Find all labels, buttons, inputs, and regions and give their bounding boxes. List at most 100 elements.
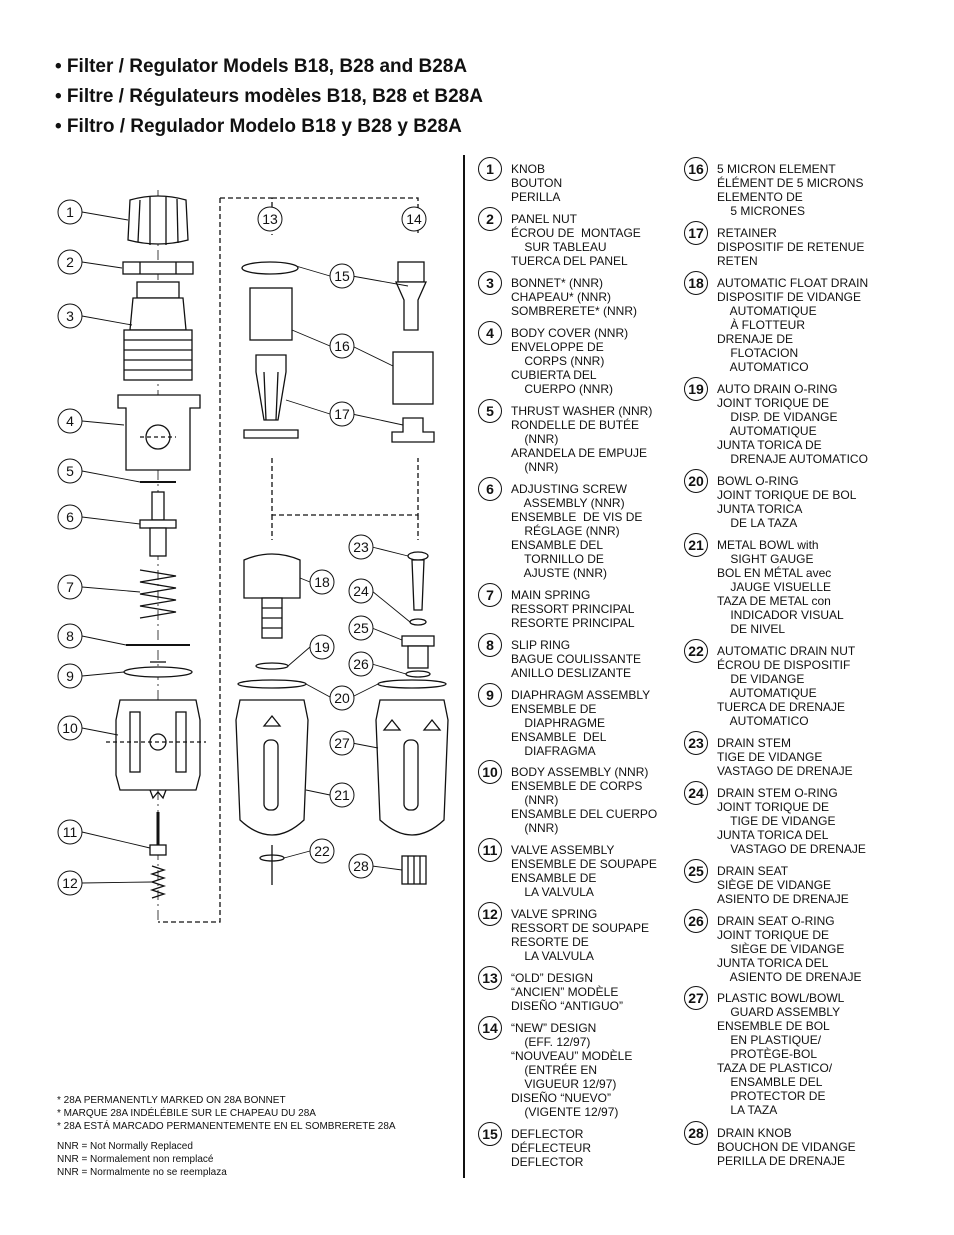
svg-text:27: 27	[334, 735, 350, 751]
part-description: AUTOMATIC FLOAT DRAIN DISPOSITIF DE VIDA…	[717, 276, 869, 374]
exploded-parts-diagram: 1 2 3 4 5 6 7 8 9 10 11 12 13 14 15 16 1…	[57, 190, 449, 923]
svg-text:6: 6	[66, 509, 74, 525]
svg-text:19: 19	[314, 639, 330, 655]
part-description: VALVE SPRING RESSORT DE SOUPAPE RESORTE …	[511, 907, 650, 963]
body-assembly-part	[115, 699, 201, 791]
part-number-badge: 20	[684, 469, 708, 493]
plastic-bowl-part	[375, 699, 449, 836]
part-description: 5 MICRON ELEMENT ÉLÉMENT DE 5 MICRONS EL…	[717, 162, 864, 218]
svg-text:3: 3	[66, 308, 74, 324]
knob-part	[127, 195, 189, 245]
column-divider	[463, 155, 465, 1178]
svg-text:26: 26	[353, 656, 369, 672]
svg-text:17: 17	[334, 406, 350, 422]
svg-text:25: 25	[353, 620, 369, 636]
part-number-badge: 11	[478, 838, 502, 862]
part-description: THRUST WASHER (NNR) RONDELLE DE BUTÉE (N…	[511, 404, 653, 474]
retainer-new-part	[391, 417, 435, 443]
part-description: DRAIN SEAT SIÈGE DE VIDANGE ASIENTO DE D…	[717, 864, 849, 906]
part-number-badge: 24	[684, 781, 708, 805]
nnr-french: NNR = Normalement non remplacé	[57, 1154, 214, 1165]
part-description: AUTO DRAIN O-RING JOINT TORIQUE DE DISP.…	[717, 382, 868, 466]
drain-seat-part	[401, 635, 435, 647]
part-description: DRAIN SEAT O-RING JOINT TORIQUE DE SIÈGE…	[717, 914, 862, 984]
part-number-badge: 27	[684, 986, 708, 1010]
nnr-english: NNR = Not Normally Replaced	[57, 1141, 193, 1152]
part-description: BOWL O-RING JOINT TORIQUE DE BOL JUNTA T…	[717, 474, 857, 530]
float-drain-part	[243, 553, 301, 599]
part-number-badge: 21	[684, 533, 708, 557]
part-description: RETAINER DISPOSITIF DE RETENUE RETEN	[717, 226, 865, 268]
drain-stem-part	[407, 551, 429, 561]
part-description: KNOB BOUTON PERILLA	[511, 162, 563, 204]
part-number-badge: 25	[684, 859, 708, 883]
element-new-part	[392, 351, 434, 405]
part-number-badge: 14	[478, 1016, 502, 1040]
part-number-badge: 10	[478, 760, 502, 784]
part-number-badge: 9	[478, 683, 502, 707]
svg-text:18: 18	[314, 574, 330, 590]
part-number-badge: 4	[478, 321, 502, 345]
part-number-badge: 12	[478, 902, 502, 926]
part-number-badge: 23	[684, 731, 708, 755]
svg-text:5: 5	[66, 463, 74, 479]
body-cover-part	[117, 394, 201, 471]
part-description: “OLD” DESIGN “ANCIEN” MODÈLE DISEÑO “ANT…	[511, 971, 624, 1013]
svg-text:8: 8	[66, 628, 74, 644]
part-number-badge: 19	[684, 377, 708, 401]
part-number-badge: 5	[478, 399, 502, 423]
panel-nut-part	[122, 261, 194, 275]
footnotes: * 28A PERMANENTLY MARKED ON 28A BONNET *…	[57, 1094, 396, 1179]
part-number-badge: 3	[478, 271, 502, 295]
bonnet-part	[136, 281, 180, 299]
deflector-new-part	[397, 261, 425, 283]
part-description: BODY COVER (NNR) ENVELOPPE DE CORPS (NNR…	[511, 326, 629, 396]
part-number-badge: 13	[478, 966, 502, 990]
svg-text:28: 28	[353, 858, 369, 874]
part-description: DRAIN STEM TIGE DE VIDANGE VASTAGO DE DR…	[717, 736, 853, 778]
footnote-english: * 28A PERMANENTLY MARKED ON 28A BONNET	[57, 1095, 286, 1106]
svg-text:15: 15	[334, 268, 350, 284]
svg-text:22: 22	[314, 843, 330, 859]
svg-text:24: 24	[353, 583, 369, 599]
adjusting-screw-part	[151, 491, 165, 521]
part-description: PLASTIC BOWL/BOWL GUARD ASSEMBLY ENSEMBL…	[717, 991, 845, 1117]
part-description: ADJUSTING SCREW ASSEMBLY (NNR) ENSEMBLE …	[511, 482, 643, 580]
part-description: VALVE ASSEMBLY ENSEMBLE DE SOUPAPE ENSAM…	[511, 843, 657, 899]
part-number-badge: 18	[684, 271, 708, 295]
part-number-badge: 1	[478, 157, 502, 181]
footnote-french: * MARQUE 28A INDÉLÉBILE SUR LE CHAPEAU D…	[57, 1108, 316, 1119]
part-description: SLIP RING BAGUE COULISSANTE ANILLO DESLI…	[511, 638, 642, 680]
part-number-badge: 6	[478, 477, 502, 501]
part-description: DEFLECTOR DÉFLECTEUR DEFLECTOR	[511, 1127, 592, 1169]
svg-text:13: 13	[262, 211, 278, 227]
title-french: • Filtre / Régulateurs modèles B18, B28 …	[55, 86, 483, 107]
title-spanish: • Filtro / Regulador Modelo B18 y B28 y …	[55, 116, 462, 137]
svg-text:12: 12	[62, 875, 78, 891]
part-number-badge: 22	[684, 639, 708, 663]
svg-text:16: 16	[334, 338, 350, 354]
retainer-old-part	[255, 354, 287, 421]
callout-label: 1	[66, 204, 74, 220]
part-number-badge: 15	[478, 1122, 502, 1146]
part-description: DRAIN KNOB BOUCHON DE VIDANGE PERILLA DE…	[717, 1126, 856, 1168]
part-number-badge: 28	[684, 1121, 708, 1145]
svg-text:23: 23	[353, 539, 369, 555]
part-description: “NEW” DESIGN (EFF. 12/97) “NOUVEAU” MODÈ…	[511, 1021, 633, 1119]
part-description: METAL BOWL with SIGHT GAUGE BOL EN MÉTAL…	[717, 538, 844, 636]
part-description: DIAPHRAGM ASSEMBLY ENSEMBLE DE DIAPHRAGM…	[511, 688, 651, 758]
main-spring-part	[139, 569, 177, 619]
footnote-spanish: * 28A ESTÁ MARCADO PERMANENTEMENTE EN EL…	[57, 1121, 396, 1132]
part-number-badge: 2	[478, 207, 502, 231]
part-number-badge: 26	[684, 909, 708, 933]
element-old-part	[249, 287, 293, 341]
part-number-badge: 7	[478, 583, 502, 607]
part-description: MAIN SPRING RESSORT PRINCIPAL RESORTE PR…	[511, 588, 635, 630]
diaphragm-part	[123, 666, 193, 678]
deflector-old-part	[241, 261, 299, 275]
part-description: AUTOMATIC DRAIN NUT ÉCROU DE DISPOSITIF …	[717, 644, 856, 728]
part-number-badge: 17	[684, 221, 708, 245]
part-description: PANEL NUT ÉCROU DE MONTAGE SUR TABLEAU T…	[511, 212, 641, 268]
svg-text:14: 14	[406, 211, 422, 227]
svg-text:11: 11	[63, 824, 78, 840]
